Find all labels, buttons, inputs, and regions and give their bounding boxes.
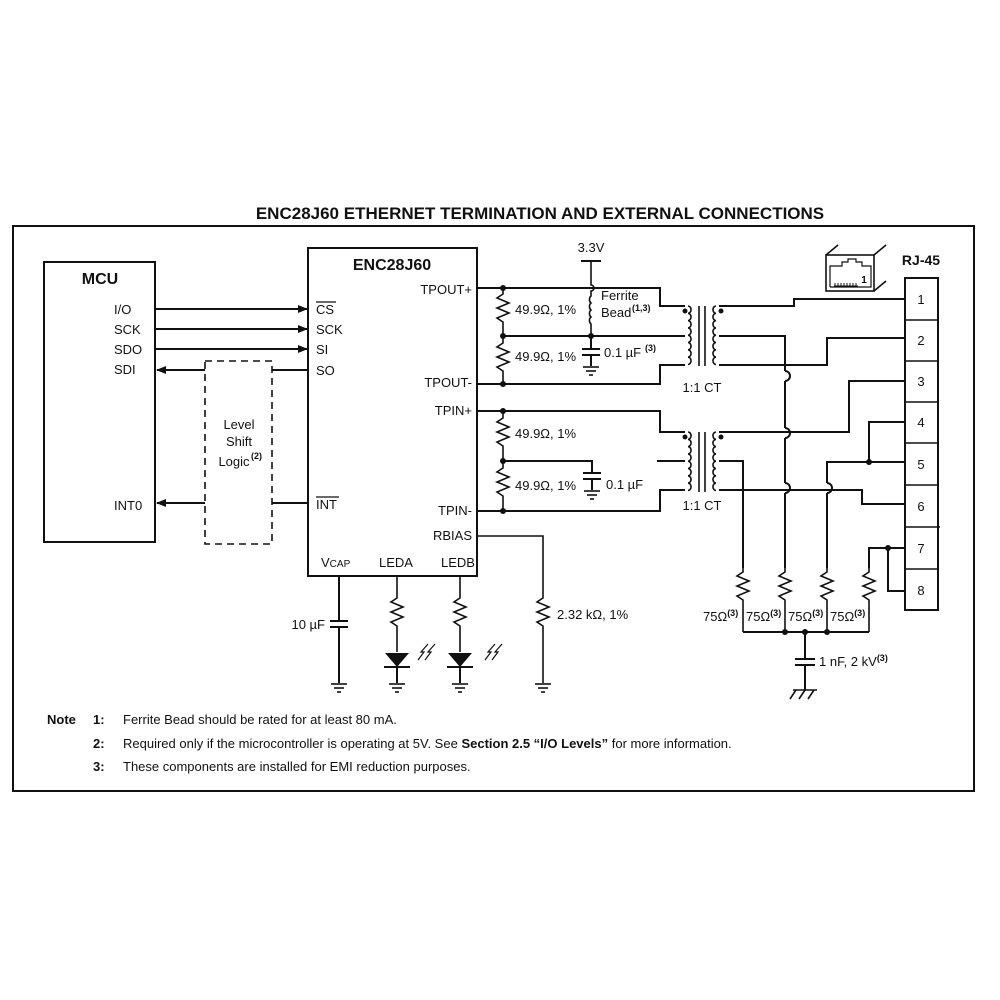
ground-icon [331,683,347,693]
mcu-pin-sdo: SDO [114,342,142,357]
rj45-pin-6: 6 [917,499,924,514]
vcap-circuit: 10 µF [291,576,348,693]
supply-label: 3.3V [578,240,605,255]
level-shift-ref: (2) [251,451,262,461]
level-shift-text-2: Shift [226,434,252,449]
enc-pin-int: INT [316,497,337,512]
enc-pin-cs: CS [316,302,334,317]
level-shift-block: Level Shift Logic (2) [204,360,273,545]
enc-pin-rbias: RBIAS [433,528,472,543]
ground-icon [584,490,600,500]
diagram-title: ENC28J60 ETHERNET TERMINATION AND EXTERN… [256,204,824,223]
ferrite-label-1: Ferrite [601,288,639,303]
rj45-pin-5: 5 [917,457,924,472]
rj45-pin-3: 3 [917,374,924,389]
rj45-icon-pin: 1 [861,275,867,286]
enc-pin-so: SO [316,363,335,378]
c-vcap-label: 10 µF [291,617,325,632]
mcu-pin-int0: INT0 [114,498,142,513]
r-tx1-label: 49.9Ω, 1% [515,302,576,317]
mcu-block: MCU I/O SCK SDO SDI INT0 [43,261,156,543]
rx-transformer: 1:1 CT [682,431,724,513]
enc-pin-sck: SCK [316,322,343,337]
enc28j60-block: ENC28J60 CS SCK SI SO INT TPOUT+ TPOUT- … [307,247,478,577]
tx-transformer: 1:1 CT [682,305,724,395]
tx-termination: 49.9Ω, 1% 49.9Ω, 1% 3.3V Ferrite Bead (1… [477,240,685,387]
note-1-text: Ferrite Bead should be rated for at leas… [123,712,397,727]
ferrite-bead [588,261,595,336]
enc-pin-tpin-p: TPIN+ [435,403,472,418]
rj45-pin-8: 8 [917,583,924,598]
rj45-pin-1: 1 [917,292,924,307]
note-3-text: These components are installed for EMI r… [123,759,471,774]
note-2-text: Required only if the microcontroller is … [123,736,732,751]
mcu-label: MCU [82,271,118,288]
ground-icon [452,683,468,693]
c-rx-label: 0.1 µF [606,477,643,492]
ground-icon [583,366,599,376]
rbias-circuit: 2.32 kΩ, 1% [477,535,629,693]
note-2-num: 2: [93,736,105,751]
rj45-pin-2: 2 [917,333,924,348]
r75-label-3: 75Ω(3) [788,608,823,624]
note-3-num: 3: [93,759,105,774]
r75-label-1: 75Ω(3) [703,608,738,624]
enc-pin-ledb: LEDB [441,555,475,570]
ground-icon [389,683,405,693]
rj45-label: RJ-45 [902,252,940,268]
rj45-pin-4: 4 [917,415,924,430]
enc-pin-tpout-n: TPOUT- [424,375,472,390]
note-1-num: 1: [93,712,105,727]
rj45-connector: RJ-45 1 2 3 4 5 6 7 8 [902,252,940,611]
rj45-wiring [719,298,905,592]
level-shift-text-1: Level [223,417,254,432]
enc-pin-tpout-p: TPOUT+ [420,282,472,297]
r-rx1-label: 49.9Ω, 1% [515,426,576,441]
emi-resistors: 75Ω(3) 75Ω(3) 75Ω(3) 75Ω(3) 1 nF, 2 kV(3… [703,568,888,700]
enc-pin-vcap: VCAP [321,555,351,570]
figure-frame [12,225,975,792]
r75-label-2: 75Ω(3) [746,608,781,624]
leda-circuit [384,576,436,693]
r-rx2-label: 49.9Ω, 1% [515,478,576,493]
ferrite-ref: (1,3) [632,303,651,313]
enc-pin-si: SI [316,342,328,357]
xfmr-tx-label: 1:1 CT [682,380,721,395]
mcu-pin-sck: SCK [114,322,141,337]
rx-termination: 49.9Ω, 1% 49.9Ω, 1% 0.1 µF [477,408,685,514]
notes-heading: Note [47,712,76,727]
xfmr-rx-label: 1:1 CT [682,498,721,513]
light-emission-icon [417,643,436,661]
ledb-circuit [447,576,503,693]
rj45-jack-icon: 1 [825,244,887,292]
enc-pin-tpin-n: TPIN- [438,503,472,518]
mcu-pin-sdi: SDI [114,362,136,377]
c-tx-label: 0.1 µF [604,345,641,360]
notes: Note 1: Ferrite Bead should be rated for… [47,712,732,774]
ground-icon [535,683,551,693]
enc-label: ENC28J60 [353,257,431,274]
ferrite-label-2: Bead [601,305,631,320]
c-tx-ref: (3) [645,343,656,353]
chassis-ground-icon [789,689,817,700]
light-emission-icon [484,643,503,661]
c-emi-label: 1 nF, 2 kV(3) [819,653,888,669]
r-tx2-label: 49.9Ω, 1% [515,349,576,364]
rj45-pin-7: 7 [917,541,924,556]
r75-label-4: 75Ω(3) [830,608,865,624]
led-a-diode-icon [385,653,409,667]
r-bias-label: 2.32 kΩ, 1% [557,607,629,622]
enc-pin-leda: LEDA [379,555,413,570]
mcu-pin-io: I/O [114,302,131,317]
level-shift-text-3: Logic [218,454,250,469]
led-b-diode-icon [448,653,472,667]
